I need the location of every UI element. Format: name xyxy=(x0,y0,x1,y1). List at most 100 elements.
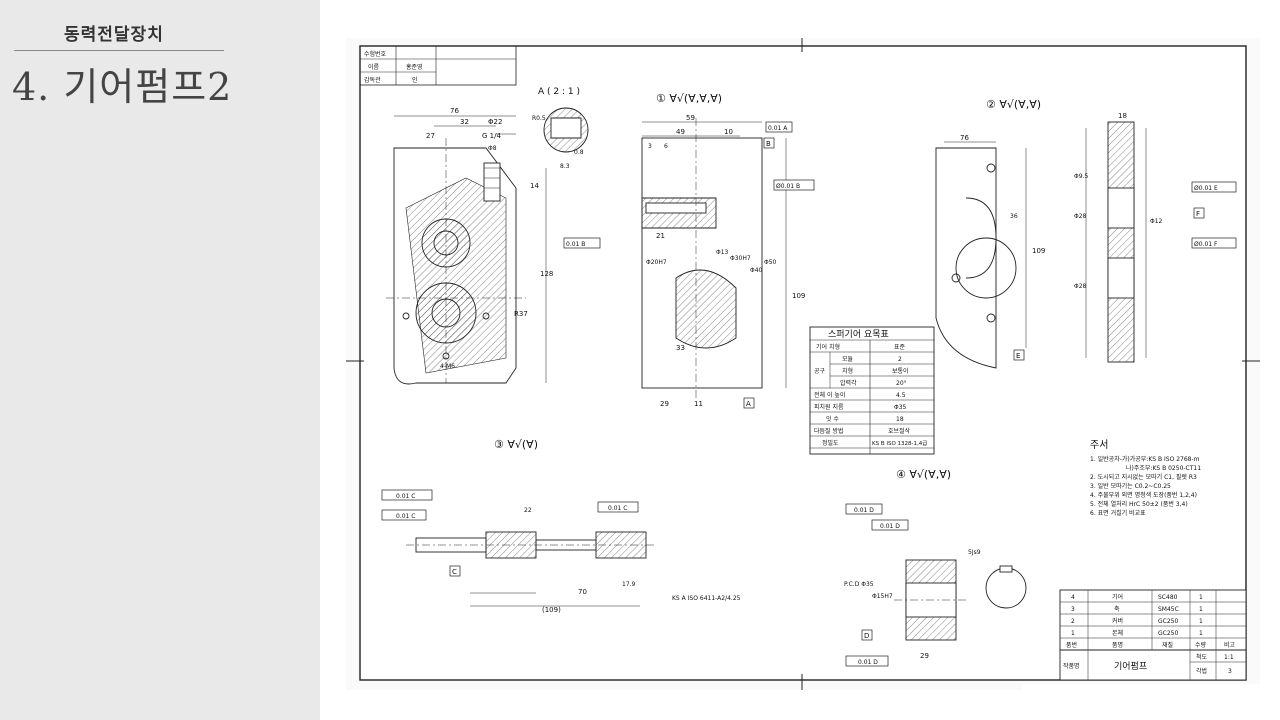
gear-row-3-label: 압력각 xyxy=(840,379,857,387)
header-qty: 수량 xyxy=(1195,642,1207,649)
gear-row-6-label: 잇 수 xyxy=(826,416,839,423)
header-note: 비고 xyxy=(1224,641,1236,649)
part-row-3-name: 본체 xyxy=(1112,629,1123,637)
dim-phi13: Φ13 xyxy=(716,249,729,256)
dim-76: 76 xyxy=(450,107,459,115)
dim-phi40: Φ40 xyxy=(750,267,763,274)
gear-group-label: 공구 xyxy=(814,368,826,375)
svg-text:0.01 D: 0.01 D xyxy=(858,659,878,666)
dim-phi8: Φ8 xyxy=(488,145,497,152)
info-label-1: 이름 xyxy=(368,63,380,71)
dim-3: 3 xyxy=(648,143,652,150)
datum-b-box xyxy=(763,137,775,149)
gear-row-4-value: 4.5 xyxy=(896,392,906,399)
shaft-view xyxy=(406,531,656,607)
tolerance-frame-11: 0.01 D xyxy=(845,655,889,667)
dim-phi50: Φ50 xyxy=(764,259,777,266)
dim-g14: G 1/4 xyxy=(482,132,501,140)
part-mark-3: ③ ∀√(∀) xyxy=(494,438,538,451)
header-name: 품명 xyxy=(1112,641,1123,649)
dim-18: 18 xyxy=(1118,112,1127,120)
svg-text:0.01 D: 0.01 D xyxy=(854,507,874,514)
scale-value: 1:1 xyxy=(1224,654,1234,661)
part-row-1-no: 3 xyxy=(1071,606,1075,613)
blank-corner xyxy=(1022,684,1272,712)
dim-4m6: 4-M6 xyxy=(440,363,455,370)
gear-row-5-label: 피치원 지름 xyxy=(814,403,844,411)
datum-d-box xyxy=(861,629,873,641)
gear-row-0-label: 기어 치형 xyxy=(816,343,840,351)
header-material: 재질 xyxy=(1162,641,1173,649)
work-name: 기어펌프 xyxy=(1114,660,1147,672)
part-row-0-material: SC480 xyxy=(1158,594,1178,601)
slide-title: 4. 기어펌프2 xyxy=(12,65,233,109)
dim-14: 14 xyxy=(530,182,539,190)
note-line-4: 4. 주물부위 외면 명청색 도장(품번 1,2,4) xyxy=(1090,491,1197,499)
dim-22: 22 xyxy=(524,507,532,514)
dim-r05: R0.5 xyxy=(532,115,546,122)
detail-a-view xyxy=(543,107,589,153)
dim-08: 0.8 xyxy=(574,149,584,156)
gear-view xyxy=(894,559,1027,641)
svg-text:0.01 B: 0.01 B xyxy=(566,241,585,248)
svg-text:Ø0.01 F: Ø0.01 F xyxy=(1194,241,1218,248)
dim-27: 27 xyxy=(426,132,435,140)
part-row-0-qty: 1 xyxy=(1199,594,1203,601)
body-section-view xyxy=(641,118,787,398)
gear-row-2-value: 보통이 xyxy=(892,367,909,375)
dim-phi12: Φ12 xyxy=(1150,218,1163,225)
gear-row-3-value: 20° xyxy=(896,380,907,387)
gear-table-title: 스퍼기어 요목표 xyxy=(828,329,889,340)
gear-row-5-value: Φ35 xyxy=(894,404,907,411)
dim-109: 109 xyxy=(792,292,805,300)
gear-row-4-label: 전체 이 높이 xyxy=(814,391,845,399)
notes-title: 주서 xyxy=(1090,439,1108,451)
tolerance-frame-9: 0.01 D xyxy=(845,503,883,515)
info-value-2: 인 xyxy=(412,77,418,84)
tolerance-frame-5: Ø0.01 F xyxy=(1191,237,1237,249)
gear-spec-table: 스퍼기어 요목표 기어 치형 표준 모듈 2 공구 치형 보통이 압력각 20°… xyxy=(809,326,935,455)
dim-phi30h7: Φ30H7 xyxy=(730,255,751,262)
note-line-6: 6. 표면 거칠기 비교표 xyxy=(1090,509,1146,517)
dim-phi15h7: Φ15H7 xyxy=(872,593,893,600)
dim-128: 128 xyxy=(540,270,553,278)
dim-5js9: 5Js9 xyxy=(968,549,981,556)
tolerance-frame-1: 0.01 A xyxy=(765,121,793,133)
dim-70: 70 xyxy=(578,588,587,596)
tolerance-frame-7: 0.01 C xyxy=(381,509,427,521)
cover-view xyxy=(935,141,1027,369)
datum-f-box xyxy=(1193,207,1205,219)
dim-83: 8.3 xyxy=(560,163,570,170)
gear-row-0-value: 표준 xyxy=(894,344,906,351)
notes-block: 주서 1. 일반공차-가)가공부:KS B ISO 2768-m 나)주조부:K… xyxy=(1090,439,1201,517)
tolerance-frame-4: Ø0.01 E xyxy=(1191,181,1237,193)
part-row-2-no: 2 xyxy=(1071,618,1075,625)
dim-109b: (109) xyxy=(542,606,561,614)
divider xyxy=(14,50,224,51)
gear-row-8-label: 정밀도 xyxy=(822,439,839,447)
dim-109c: 109 xyxy=(1032,247,1045,255)
dim-phi20h7: Φ20H7 xyxy=(646,259,667,266)
svg-text:0.01 C: 0.01 C xyxy=(608,505,627,512)
part-mark-2: ② ∀√(∀,∀) xyxy=(986,98,1041,111)
method-label: 각법 xyxy=(1196,667,1207,675)
datum-b: B xyxy=(766,140,771,148)
dim-33: 33 xyxy=(676,344,685,352)
tolerance-frame-2: Ø0.01 B xyxy=(773,179,815,191)
info-value-1: 홍준영 xyxy=(406,63,423,71)
detail-a-label: A ( 2 : 1 ) xyxy=(538,87,580,97)
slide-subtitle: 동력전달장치 xyxy=(64,25,164,45)
info-label-0: 수험번호 xyxy=(364,50,387,58)
info-label-2: 감독관 xyxy=(364,76,381,84)
header-no: 품번 xyxy=(1066,641,1077,649)
part-row-1-material: SM45C xyxy=(1158,606,1179,613)
note-line-5: 5. 전체 열처리 HrC 50±2 (품번 3,4) xyxy=(1090,500,1188,508)
drawing-border xyxy=(359,45,1247,681)
part-row-2-qty: 1 xyxy=(1199,618,1203,625)
part-row-1-name: 축 xyxy=(1114,605,1120,613)
gear-row-6-value: 18 xyxy=(896,416,904,423)
gear-row-8-value: KS B ISO 1328-1,4급 xyxy=(872,440,927,447)
datum-e: E xyxy=(1016,352,1020,360)
scale-label: 척도 xyxy=(1196,653,1208,661)
method-value: 3 xyxy=(1228,668,1232,675)
